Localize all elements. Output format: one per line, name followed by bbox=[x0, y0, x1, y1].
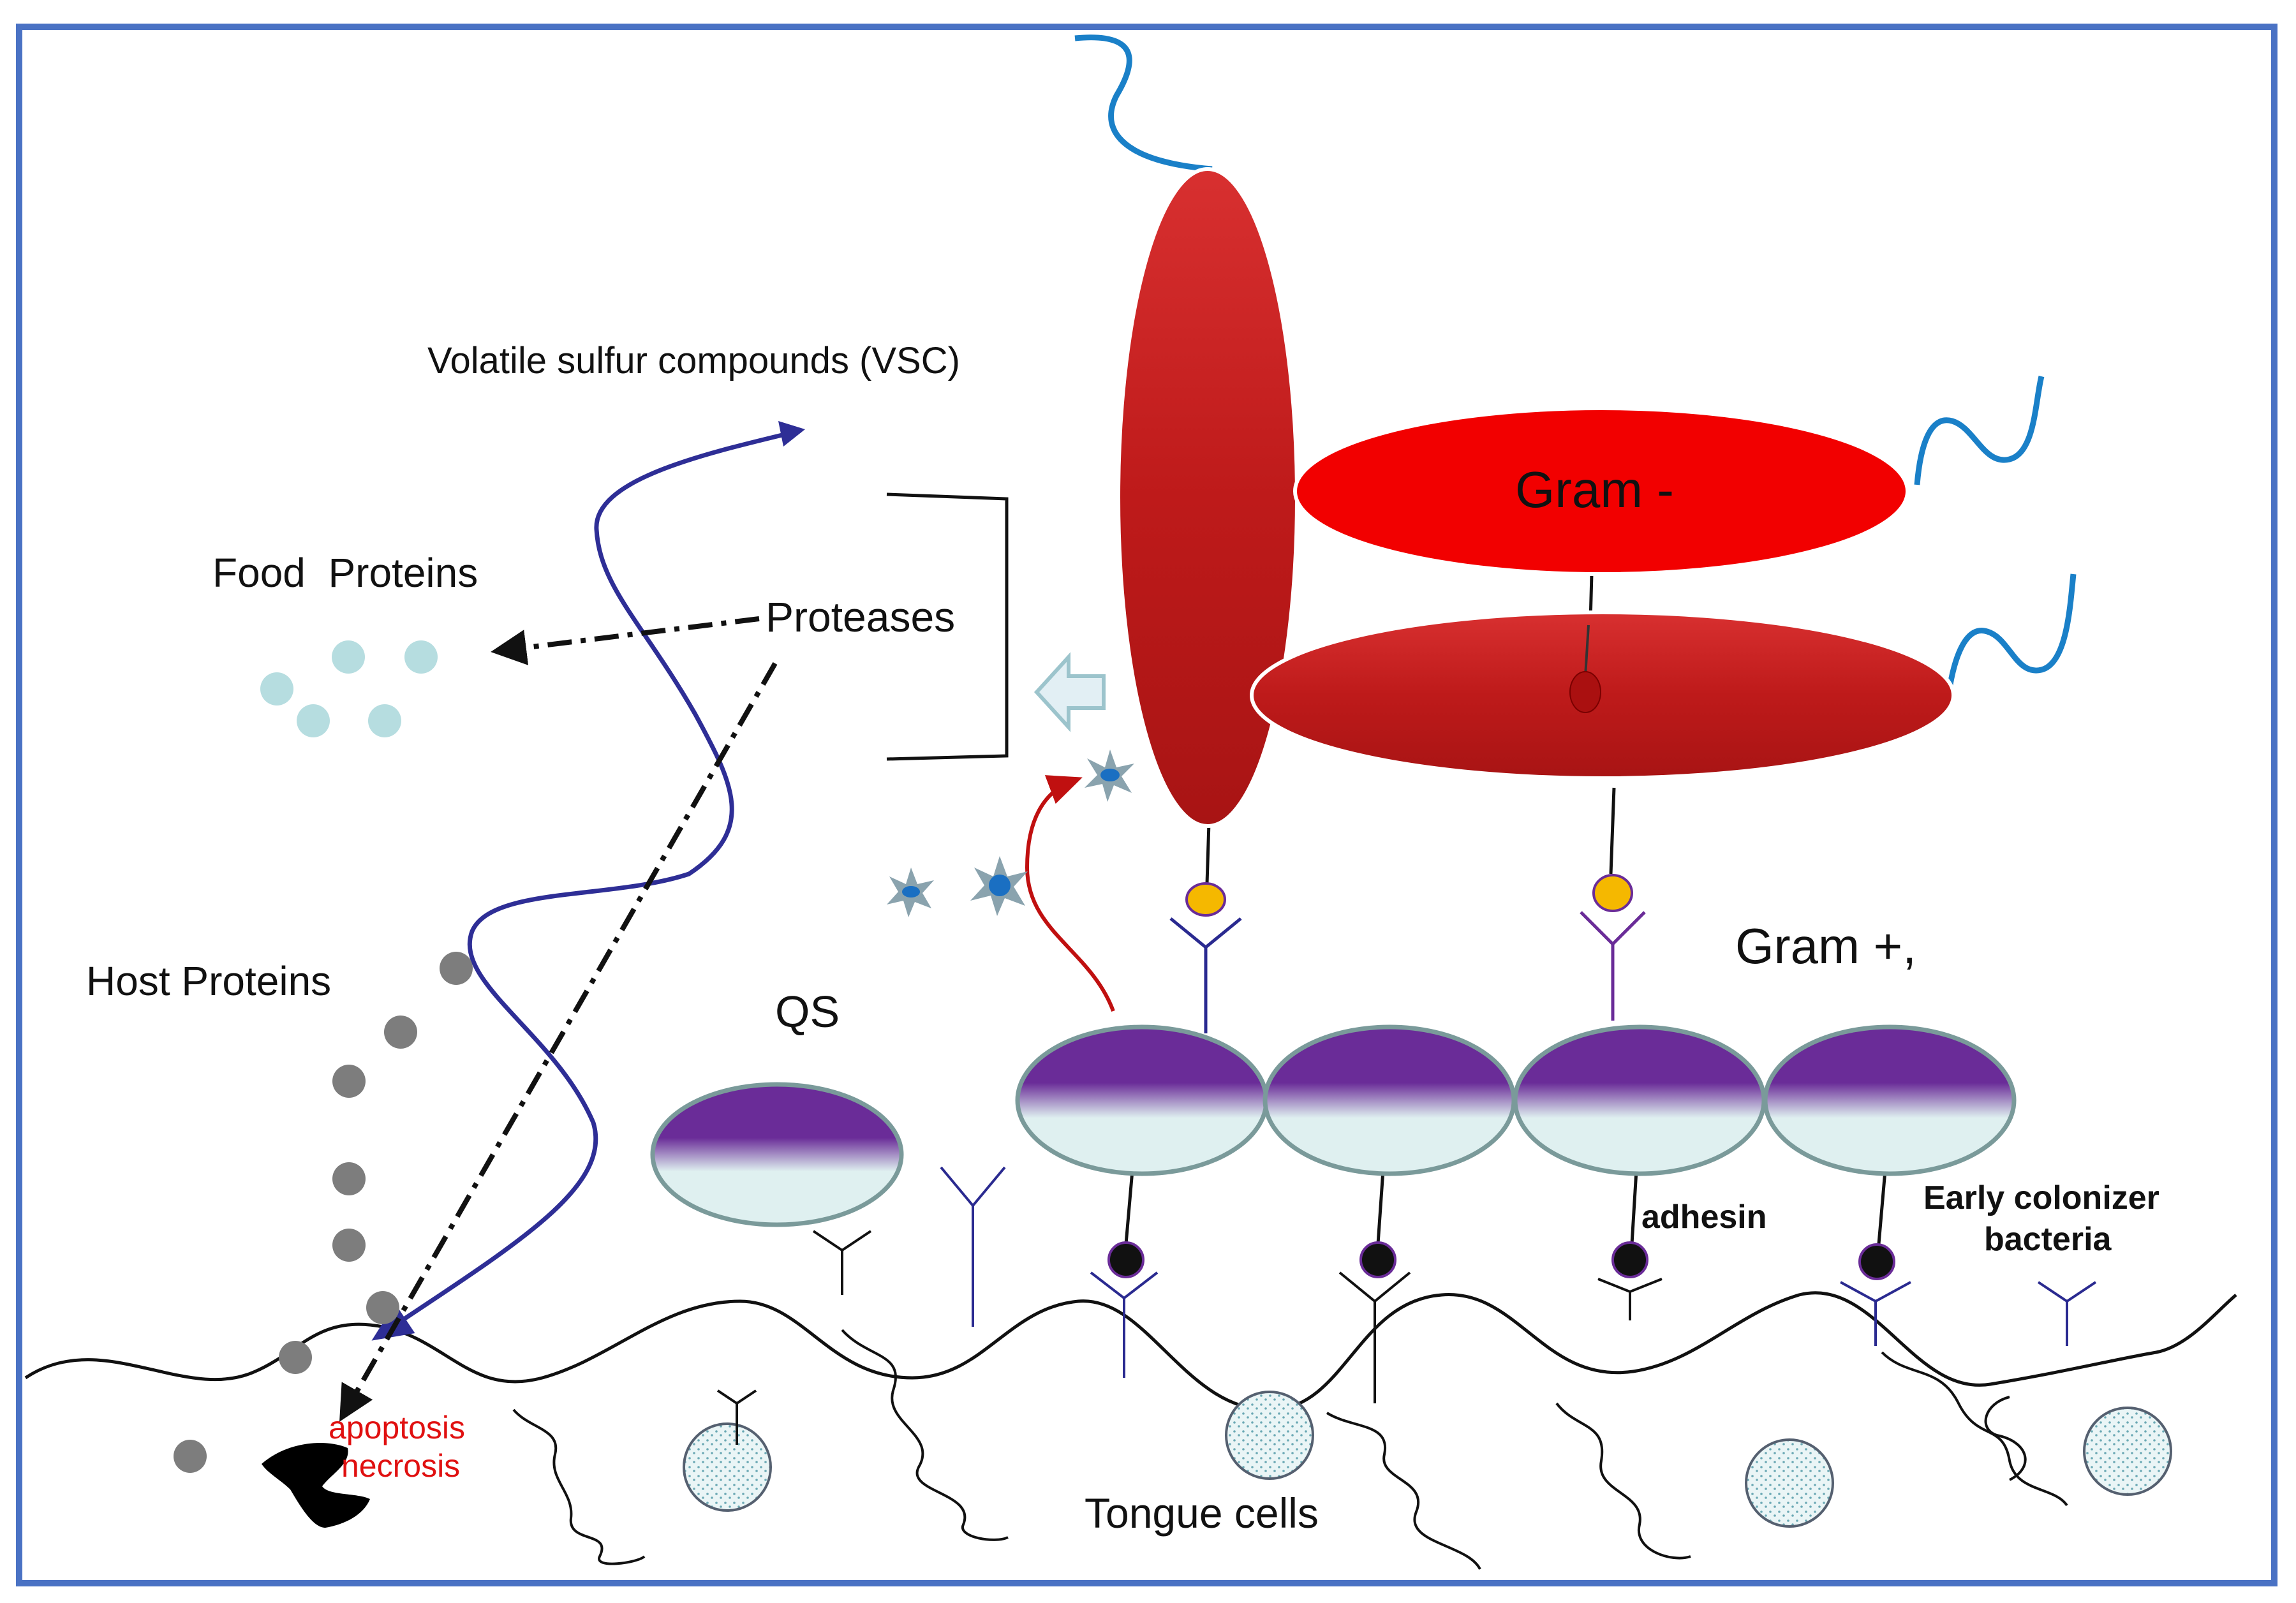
vsc-label: Volatile sulfur compounds (VSC) bbox=[427, 340, 960, 381]
host-protein-dot bbox=[174, 1440, 207, 1473]
tongue-cell-boundaries bbox=[512, 1329, 2068, 1570]
gram-positive-cell bbox=[1513, 1024, 1766, 1176]
food-proteins bbox=[260, 640, 438, 737]
cell-nucleus bbox=[1225, 1391, 1314, 1480]
qs-label: QS bbox=[775, 987, 840, 1037]
tongue-cell-nuclei bbox=[683, 1391, 2172, 1528]
signal-molecules bbox=[887, 750, 1134, 917]
necrosis-label: necrosis bbox=[341, 1448, 460, 1484]
adhesins bbox=[1090, 1170, 1911, 1403]
proteases-label: Proteases bbox=[766, 593, 955, 640]
star-icon bbox=[970, 856, 1028, 916]
gram-negative-vertical-cell bbox=[1116, 167, 1299, 828]
host-protein-dot bbox=[332, 1229, 366, 1262]
host-receptors bbox=[716, 1166, 2097, 1445]
host-protein-dot bbox=[384, 1016, 417, 1049]
coaggregation-receptors bbox=[1169, 787, 1646, 1033]
necrotic-cell-icon bbox=[262, 1443, 370, 1528]
host-protein-dot bbox=[279, 1341, 312, 1374]
food-protein-dot bbox=[368, 704, 401, 737]
food-protein-dot bbox=[260, 672, 293, 705]
arrow-to-food-proteins bbox=[491, 616, 760, 665]
gram-positive-cell bbox=[1263, 1024, 1516, 1176]
vsc-curve-head bbox=[778, 421, 805, 447]
vsc-curve bbox=[371, 428, 801, 1341]
protease-action-arrows bbox=[339, 616, 778, 1422]
qs-gram-positive-cell bbox=[650, 1082, 904, 1227]
proteases-bracket bbox=[886, 492, 1009, 761]
food-protein-dot bbox=[404, 640, 438, 674]
cell-nucleus bbox=[2083, 1407, 2172, 1496]
receptor-y-icon bbox=[940, 1166, 1006, 1327]
gram-negative-label: Gram - bbox=[1515, 461, 1674, 518]
cell-nucleus bbox=[683, 1422, 772, 1512]
tongue-cells-label: Tongue cells bbox=[1085, 1489, 1319, 1537]
gram-positive-cells bbox=[650, 1024, 2017, 1227]
cell-nucleus bbox=[1745, 1438, 1834, 1528]
flagellum bbox=[1914, 375, 2045, 485]
inner-dot bbox=[1569, 671, 1601, 713]
food-protein-dot bbox=[332, 640, 365, 674]
host-protein-dot bbox=[332, 1162, 366, 1195]
gram-negative-cell-dark bbox=[1250, 610, 1955, 780]
early-colonizer-label-line2: bacteria bbox=[1984, 1221, 2112, 1258]
food-protein-dot bbox=[297, 704, 330, 737]
gram-positive-cell bbox=[1763, 1024, 2017, 1176]
flagella bbox=[1074, 34, 2077, 693]
coaggregation-knob bbox=[1592, 874, 1633, 912]
adhesin-knob bbox=[1359, 1241, 1396, 1278]
qs-signal-arrow bbox=[1025, 775, 1115, 1012]
host-protein-dot bbox=[332, 1065, 366, 1098]
host-protein-dot bbox=[440, 952, 473, 985]
host-protein-dot bbox=[366, 1291, 399, 1324]
apoptosis-label: apoptosis bbox=[329, 1410, 465, 1445]
star-icon bbox=[887, 868, 934, 917]
early-colonizer-label-line1: Early colonizer bbox=[1923, 1179, 2159, 1216]
flagellum bbox=[1074, 34, 1213, 172]
adhesin-knob bbox=[1107, 1241, 1144, 1278]
adhesin-knob bbox=[1858, 1243, 1895, 1280]
coaggregation-knob bbox=[1185, 882, 1226, 917]
left-arrow-icon bbox=[1033, 652, 1106, 732]
gram-negative-cells bbox=[1116, 167, 1955, 828]
host-proteins-label: Host Proteins bbox=[86, 958, 331, 1004]
adhesin-label: adhesin bbox=[1641, 1199, 1767, 1236]
gram-positive-cell bbox=[1015, 1024, 1269, 1176]
arrow-to-host-cell bbox=[339, 662, 778, 1422]
gram-negative-cell-bright bbox=[1293, 406, 1909, 576]
receptor-y-icon bbox=[716, 1389, 757, 1445]
gram-positive-label: Gram +, bbox=[1735, 918, 1916, 974]
adhesin-knob bbox=[1611, 1241, 1648, 1278]
host-proteins bbox=[174, 952, 473, 1473]
food-proteins-label: Food Proteins bbox=[212, 550, 478, 596]
flagellum bbox=[1946, 573, 2077, 693]
figure-frame bbox=[16, 24, 2277, 1586]
receptor-y-icon bbox=[2037, 1281, 2097, 1346]
star-icon bbox=[1085, 750, 1134, 802]
receptor-y-icon bbox=[812, 1230, 872, 1295]
